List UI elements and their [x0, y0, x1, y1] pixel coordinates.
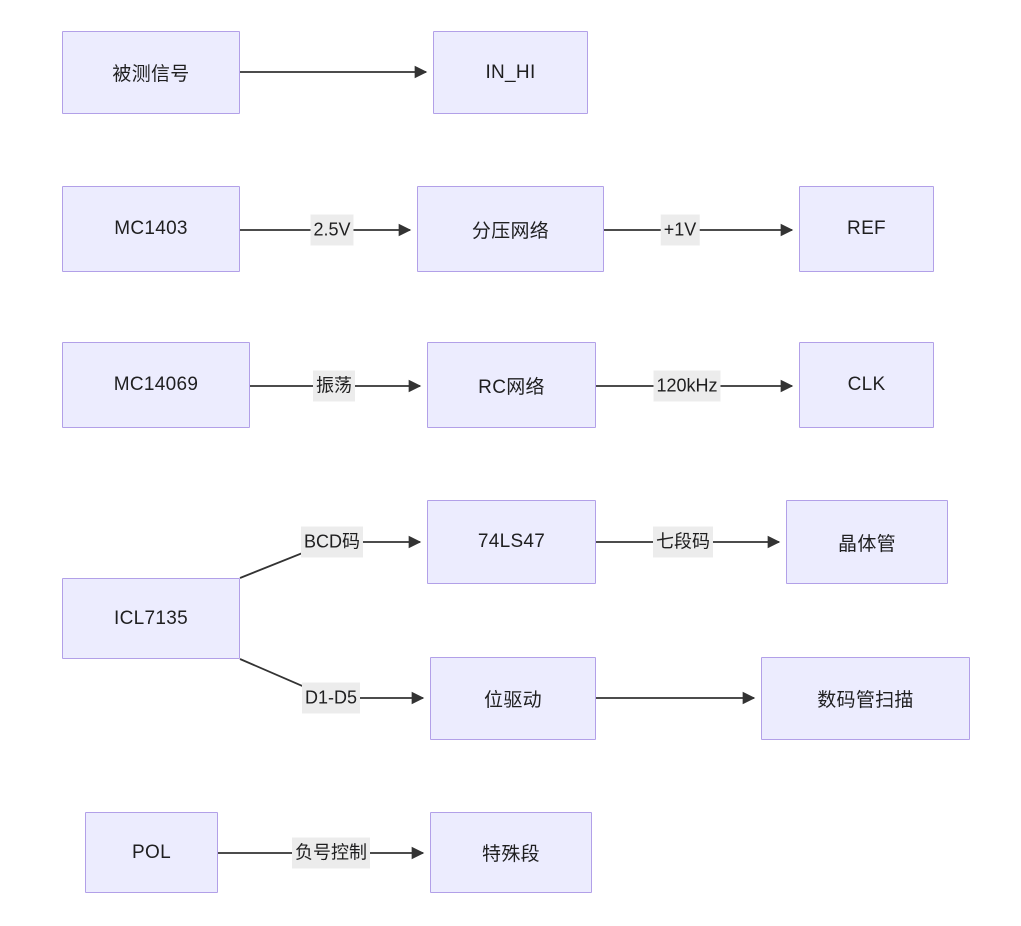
node-special-segment[interactable]: 特殊段 — [430, 812, 592, 893]
edge-label-negative-sign-control: 负号控制 — [292, 837, 370, 869]
edge-label-oscillation: 振荡 — [313, 370, 355, 402]
node-rc-network[interactable]: RC网络 — [427, 342, 596, 428]
node-mc14069[interactable]: MC14069 — [62, 342, 250, 428]
node-transistor[interactable]: 晶体管 — [786, 500, 948, 584]
node-pol[interactable]: POL — [85, 812, 218, 893]
node-label: REF — [847, 218, 886, 239]
node-label: 数码管扫描 — [817, 690, 914, 711]
node-mc1403[interactable]: MC1403 — [62, 186, 240, 272]
node-bit-driver[interactable]: 位驱动 — [430, 657, 596, 740]
node-label: POL — [132, 841, 171, 863]
node-label: 被测信号 — [112, 64, 190, 85]
node-74ls47[interactable]: 74LS47 — [427, 500, 596, 584]
node-label: 74LS47 — [477, 531, 546, 552]
edge-label-text: 七段码 — [656, 531, 710, 552]
edge-label-bcd-code: BCD码 — [300, 526, 364, 558]
node-signal[interactable]: 被测信号 — [62, 31, 240, 114]
edge-label-d1-d5: D1-D5 — [301, 682, 361, 714]
node-digit-scan[interactable]: 数码管扫描 — [761, 657, 970, 740]
node-label: 位驱动 — [484, 690, 542, 711]
edge-label-text: +1V — [663, 219, 697, 240]
node-label: 分压网络 — [471, 220, 550, 242]
edge-label-seven-segment-code: 七段码 — [653, 526, 713, 558]
node-clk[interactable]: CLK — [799, 342, 934, 428]
node-ref[interactable]: REF — [799, 186, 934, 272]
node-label: CLK — [847, 374, 886, 395]
node-label: IN_HI — [485, 61, 536, 83]
node-label: MC1403 — [114, 218, 188, 239]
node-icl7135[interactable]: ICL7135 — [62, 578, 240, 659]
edge-label-text: 负号控制 — [295, 842, 367, 863]
edge-label-text: 2.5V — [313, 219, 351, 240]
node-label: 晶体管 — [838, 533, 896, 555]
edge-label-text: 振荡 — [316, 375, 352, 396]
edge-label-text: BCD码 — [303, 531, 361, 552]
edge-label-plus-1v: +1V — [660, 214, 700, 246]
edge-label-2-5v: 2.5V — [310, 214, 354, 246]
node-label: ICL7135 — [114, 607, 188, 629]
node-label: MC14069 — [113, 374, 199, 395]
edge-label-text: 120kHz — [656, 375, 718, 396]
edge-label-text: D1-D5 — [304, 687, 358, 708]
node-divider-network[interactable]: 分压网络 — [417, 186, 604, 272]
node-in-hi[interactable]: IN_HI — [433, 31, 588, 114]
edge-label-120khz: 120kHz — [653, 370, 721, 402]
node-label: RC网络 — [478, 376, 545, 398]
node-label: 特殊段 — [482, 844, 540, 865]
